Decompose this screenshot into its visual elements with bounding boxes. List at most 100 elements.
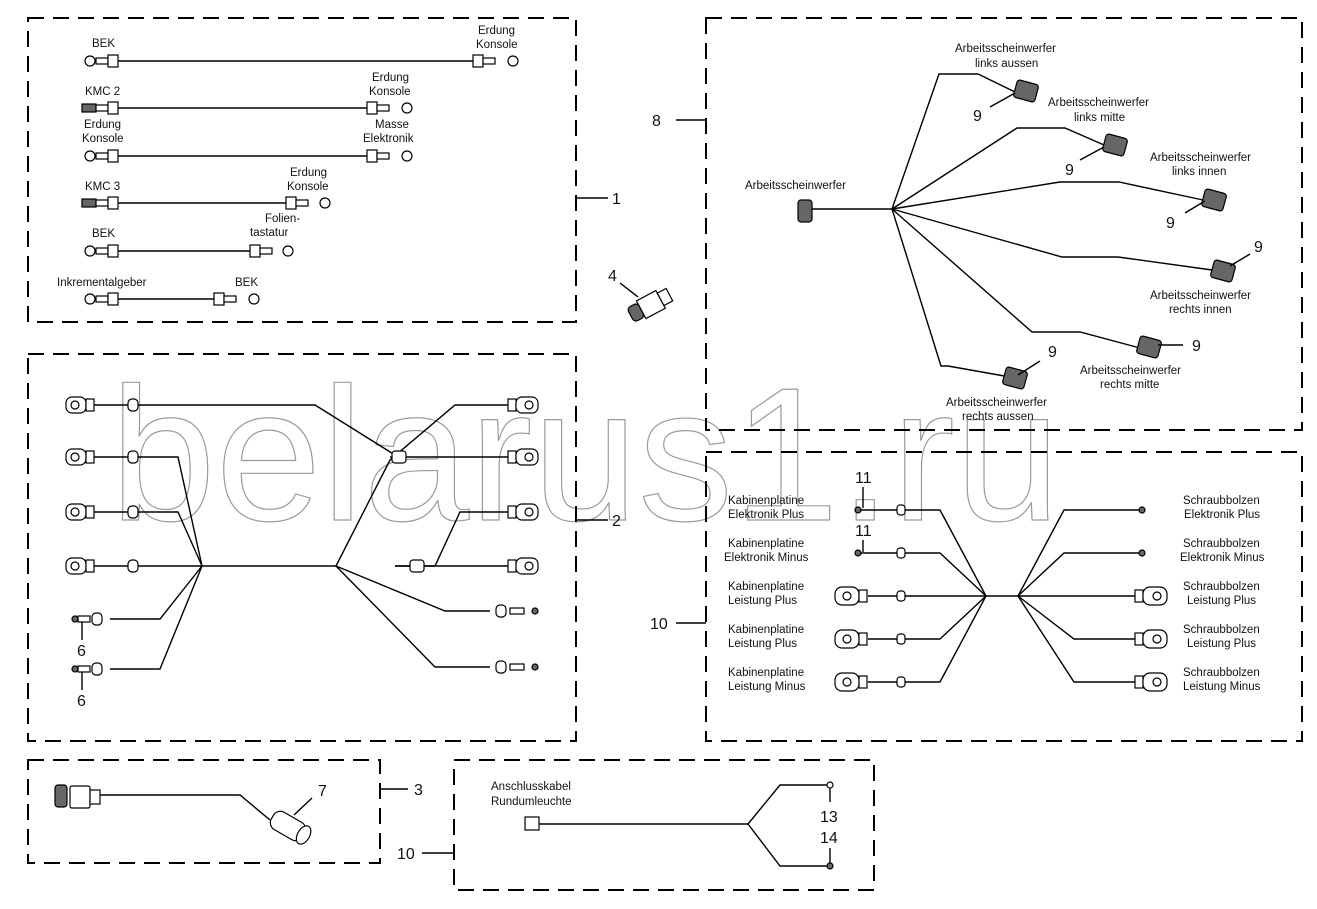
callout-7: 7	[318, 783, 327, 800]
wire	[335, 565, 490, 612]
ring-terminal	[84, 245, 96, 257]
cable-label-from: KMC 2	[85, 86, 120, 98]
ring-terminal	[84, 55, 96, 67]
right-label-2: Elektronik Plus	[1184, 509, 1260, 521]
flat-terminal	[81, 103, 97, 113]
crimp	[858, 675, 868, 689]
crimp	[95, 247, 109, 255]
wire	[110, 565, 203, 670]
ring-hole	[1152, 677, 1162, 687]
group-2-frame	[27, 353, 577, 742]
crimp	[507, 559, 517, 573]
item-4: 4	[608, 268, 674, 322]
cable-label-from: KMC 3	[85, 181, 120, 193]
splice	[391, 450, 407, 464]
wire	[891, 208, 1011, 378]
callout-9: 9	[973, 108, 982, 125]
ring-hole	[524, 452, 534, 462]
cable-row: KMC 2 Erdung Konsole	[81, 72, 413, 115]
callout-1: 1	[612, 191, 621, 208]
lamp-connector-icon	[1102, 133, 1128, 157]
leader-9	[1184, 200, 1206, 214]
leader-9	[989, 92, 1016, 108]
callout-9: 9	[1048, 344, 1057, 361]
left-label-1: Kabinenplatine	[728, 538, 804, 550]
crimp	[85, 505, 95, 519]
sleeve	[896, 547, 906, 559]
cable-label-from-1: Erdung	[84, 119, 121, 131]
left-label-2: Leistung Plus	[728, 595, 797, 607]
group-3: 3 7	[27, 759, 423, 864]
leader-4	[619, 282, 639, 298]
callout-12: 10	[397, 846, 415, 863]
right-label-1: Schraubbolzen	[1183, 667, 1260, 679]
wire	[868, 595, 987, 683]
cable-label-to-1: Erdung	[290, 167, 327, 179]
crimp	[85, 398, 95, 412]
group-1: 1 BEK Erdung Konsole KMC 2 Erdung Konsol…	[27, 17, 621, 323]
lamp-output: Arbeitsscheinwerfer rechts aussen 9	[946, 344, 1057, 423]
wire	[100, 794, 271, 821]
lamp-output: Arbeitsscheinwerfer rechts mitte 9	[1080, 335, 1201, 391]
crimp	[509, 663, 525, 671]
small-terminal	[1138, 506, 1146, 514]
group-12: 10 Anschlusskabel Rundumleuchte 13 14	[397, 759, 875, 891]
right-label-1: Schraubbolzen	[1183, 581, 1260, 593]
sleeve	[896, 633, 906, 645]
lamp-connector-icon	[1136, 335, 1162, 359]
crimp	[95, 199, 109, 207]
callout-6: 6	[77, 643, 86, 660]
right-label-1: Schraubbolzen	[1183, 538, 1260, 550]
ring-terminal	[248, 293, 260, 305]
ring-terminal	[401, 150, 413, 162]
crimp	[858, 589, 868, 603]
ring-hole	[524, 400, 534, 410]
wire	[868, 595, 987, 640]
callout-3: 3	[414, 782, 423, 799]
leader-9	[1017, 360, 1041, 376]
wire	[1017, 509, 1140, 597]
ring-hole	[70, 452, 80, 462]
right-label-2: Leistung Minus	[1183, 681, 1261, 693]
cable-row: Erdung Konsole Masse Elektronik	[82, 119, 414, 163]
cable-row: Inkrementalgeber BEK	[57, 277, 260, 306]
cable-label-to-2: tastatur	[250, 227, 289, 239]
wire	[891, 208, 1141, 349]
sleeve	[366, 101, 378, 115]
small-terminal	[71, 615, 79, 623]
cable-label-from: Inkrementalgeber	[57, 277, 147, 289]
wire	[335, 565, 490, 668]
callout-8: 8	[652, 113, 661, 130]
sleeve	[107, 101, 119, 115]
lamp-label-1: Arbeitsscheinwerfer	[946, 397, 1047, 409]
connector-4-icon	[627, 287, 674, 322]
left-label-2: Leistung Plus	[728, 638, 797, 650]
ring-hole	[1152, 591, 1162, 601]
ring-hole	[524, 561, 534, 571]
crimp	[95, 152, 109, 160]
callout-11: 11	[855, 523, 872, 540]
group-3-frame	[27, 759, 381, 864]
wire	[747, 823, 828, 867]
left-label-1: Kabinenplatine	[728, 581, 804, 593]
group-10-frame	[705, 451, 1303, 742]
lamp-output: Arbeitsscheinwerfer links innen 9	[1150, 152, 1251, 232]
watermark: belarus1.ru	[110, 349, 1061, 561]
crimp	[223, 295, 237, 303]
wire	[1017, 595, 1135, 640]
wire	[891, 208, 1213, 271]
group-10: 10 Kabinenplatine Elektronik Plus Kabine…	[650, 451, 1303, 742]
wire	[860, 552, 987, 597]
wire	[94, 511, 203, 567]
ring-hole	[524, 507, 534, 517]
sleeve	[91, 662, 103, 676]
crimp	[85, 559, 95, 573]
small-terminal	[826, 781, 834, 789]
small-terminal	[71, 665, 79, 673]
crimp	[85, 450, 95, 464]
right-label-2: Leistung Plus	[1187, 638, 1256, 650]
left-label-1: Kabinenplatine	[728, 495, 804, 507]
crimp	[507, 398, 517, 412]
lamp-output: Arbeitsscheinwerfer rechts innen 9	[1150, 239, 1263, 316]
